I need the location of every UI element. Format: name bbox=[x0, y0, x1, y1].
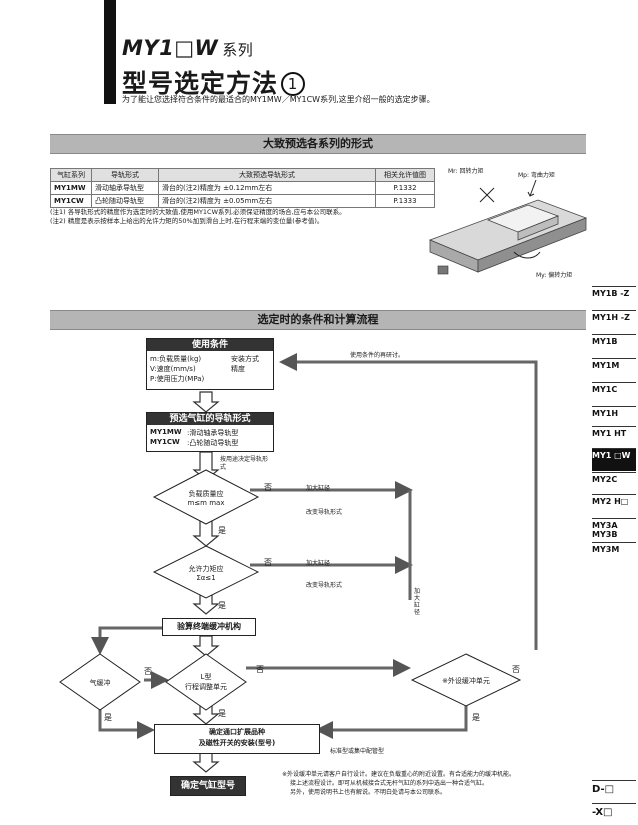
yes-label: 是 bbox=[218, 526, 226, 535]
decision-moment-line1: 允许力矩应 bbox=[188, 565, 224, 573]
decision-load-line2: m≤m max bbox=[187, 499, 225, 507]
series-suffix: 系列 bbox=[222, 41, 254, 59]
yes-label: 是 bbox=[218, 601, 226, 610]
no-label: 否 bbox=[264, 483, 272, 492]
verify-cushion-box: 验算终端缓冲机构 bbox=[162, 618, 256, 636]
tab-my2c[interactable]: MY2C bbox=[592, 472, 636, 493]
header-black-bar bbox=[104, 0, 116, 104]
tab-my1h[interactable]: MY1H bbox=[592, 406, 636, 427]
by-purpose-label: 按用途决定导轨形式 bbox=[220, 456, 269, 471]
l-unit-shape bbox=[165, 653, 247, 711]
series-model: MY1□W bbox=[122, 36, 219, 60]
condition-line: m:负载质量(kg) bbox=[150, 355, 202, 363]
decision-load-shape bbox=[152, 469, 260, 525]
guide-model: MY1MW bbox=[150, 428, 182, 436]
condition-line: V:速度(mm/s) bbox=[150, 365, 196, 373]
section2-heading: 选定时的条件和计算流程 bbox=[50, 310, 586, 330]
ext-unit-label: ※外设缓冲单元 bbox=[442, 677, 490, 685]
moment-label-mr: Mr: 回转力矩 bbox=[448, 168, 484, 175]
tab-my1m[interactable]: MY1M bbox=[592, 358, 636, 379]
yes-label: 是 bbox=[218, 709, 226, 718]
tab-my2-h[interactable]: MY2 H□ bbox=[592, 494, 636, 517]
l-unit-line2: 行程调整单元 bbox=[185, 683, 227, 691]
port-switch-box: 确定通口扩展品种 及磁性开关的安装(型号) bbox=[154, 724, 320, 754]
l-unit-line1: L型 bbox=[200, 673, 212, 681]
table-row: MY1MW 滑动轴承导轨型 滑台的(注2)精度为 ±0.12mm左右 P.133… bbox=[50, 181, 435, 195]
guide-box: 预选气缸的导轨形式 MY1MW :滑动轴承导轨型 MY1CW :凸轮随动导轨型 bbox=[146, 412, 274, 452]
decision-load-line1: 负载质量应 bbox=[188, 490, 224, 498]
reexamine-label: 使用条件的再研讨。 bbox=[350, 352, 405, 359]
enlarge-bore-vertical-label: 加大缸径 bbox=[414, 588, 421, 616]
port-box-line2: 及磁性开关的安装(型号) bbox=[198, 739, 276, 747]
tab-my1-ht[interactable]: MY1 HT bbox=[592, 426, 636, 449]
enlarge-bore-label: 加大缸径 bbox=[306, 560, 331, 567]
decision-moment-line2: Σα≤1 bbox=[196, 574, 216, 582]
enlarge-bore-label: 加大缸径 bbox=[306, 485, 331, 492]
footnote-line: 接上述流程设计。即可从机械接合式无杆气缸的系列中选出一种合适气缸。 bbox=[290, 780, 489, 787]
intro-text: 为了能让您选择符合条件的最适合的MY1MW／MY1CW系列,这里介绍一般的选定步… bbox=[122, 95, 435, 104]
note-line: (注2) 精度是表示按样本上给出的允许力矩的50%加到滑台上时,在行程末端的变位… bbox=[50, 217, 324, 225]
air-cushion-shape bbox=[59, 653, 141, 711]
no-label: 否 bbox=[264, 558, 272, 567]
page-title-text: 型号选定方法 bbox=[122, 69, 279, 98]
guide-box-title: 预选气缸的导轨形式 bbox=[147, 413, 273, 425]
table-header: 大致预选导轨形式 bbox=[158, 168, 376, 182]
moment-label-mp: Mp: 弯曲力矩 bbox=[518, 172, 555, 179]
title-number: 1 bbox=[281, 72, 306, 96]
tab-my3a-my3b[interactable]: MY3A MY3B bbox=[592, 518, 636, 541]
moment-label-my: My: 偏转力矩 bbox=[536, 272, 573, 279]
footnote-line: 另外，使用说明书上也有解说。不明白处请与本公司联系。 bbox=[290, 789, 447, 796]
conditions-box-title: 使用条件 bbox=[147, 339, 273, 351]
cylinder-illustration bbox=[428, 179, 588, 275]
table-cell: P.1333 bbox=[375, 194, 435, 208]
change-guide-label: 改变导轨形式 bbox=[306, 582, 343, 589]
yes-label: 是 bbox=[472, 713, 480, 722]
no-label: 否 bbox=[512, 665, 520, 674]
table-row: MY1CW 凸轮随动导轨型 滑台的(注2)精度为 ±0.05mm左右 P.133… bbox=[50, 194, 435, 208]
final-model-box: 确定气缸型号 bbox=[170, 776, 246, 796]
no-label: 否 bbox=[256, 665, 264, 674]
condition-line: P:使用压力(MPa) bbox=[150, 375, 205, 383]
condition-extra: 安装方式 bbox=[231, 355, 259, 363]
standard-central-label: 标准型或集中配管型 bbox=[330, 748, 385, 755]
ext-unit-shape bbox=[410, 653, 522, 707]
footnote-line: ※外设缓冲单元请客户自行设计。建议在负载重心的附近设置。有合适能力的缓冲机能。 bbox=[282, 771, 516, 778]
tab-my1c[interactable]: MY1C bbox=[592, 382, 636, 403]
note-line: (注1) 各导轨形式的精度作为选定时的大致值,使用MY1CW系列,必须保证精度的… bbox=[50, 208, 346, 216]
no-label: 否 bbox=[144, 667, 152, 676]
decision-moment-shape bbox=[152, 545, 260, 599]
moment-arrows bbox=[479, 179, 541, 259]
guide-model: MY1CW bbox=[150, 438, 180, 446]
guide-selection-table: 气缸系列 导轨形式 大致预选导轨形式 相关允许值图 MY1MW 滑动轴承导轨型 … bbox=[50, 168, 435, 208]
yes-label: 是 bbox=[104, 713, 112, 722]
port-box-line1: 确定通口扩展品种 bbox=[209, 728, 265, 736]
section1-heading: 大致预选各系列的形式 bbox=[50, 134, 586, 154]
tab-my1h-z[interactable]: MY1H -Z bbox=[592, 310, 636, 333]
condition-extra: 精度 bbox=[231, 365, 245, 373]
tab-my1b[interactable]: MY1B bbox=[592, 334, 636, 355]
tab-my1-w[interactable]: MY1 □W bbox=[592, 448, 636, 471]
table-notes: (注1) 各导轨形式的精度作为选定时的大致值,使用MY1CW系列,必须保证精度的… bbox=[50, 208, 346, 226]
air-cushion-label: 气缓冲 bbox=[89, 679, 111, 687]
flow-footnote: ※外设缓冲单元请客户自行设计。建议在负载重心的附近设置。有合适能力的缓冲机能。 … bbox=[282, 770, 515, 797]
tab-x-option[interactable]: -X□ bbox=[592, 803, 636, 822]
table-cell: 滑台的(注2)精度为 ±0.05mm左右 bbox=[158, 194, 376, 208]
guide-desc: :凸轮随动导轨型 bbox=[187, 439, 239, 447]
conditions-box: 使用条件 m:负载质量(kg) V:速度(mm/s) P:使用压力(MPa) 安… bbox=[146, 338, 274, 390]
guide-desc: :滑动轴承导轨型 bbox=[187, 429, 239, 437]
cylinder-body bbox=[428, 199, 588, 275]
tab-my1b-z[interactable]: MY1B -Z bbox=[592, 286, 636, 309]
change-guide-label: 改变导轨形式 bbox=[306, 509, 343, 516]
table-header: 相关允许值图 bbox=[375, 168, 435, 182]
tab-my3m[interactable]: MY3M bbox=[592, 542, 636, 563]
tab-d-switch[interactable]: D-□ bbox=[592, 780, 636, 799]
